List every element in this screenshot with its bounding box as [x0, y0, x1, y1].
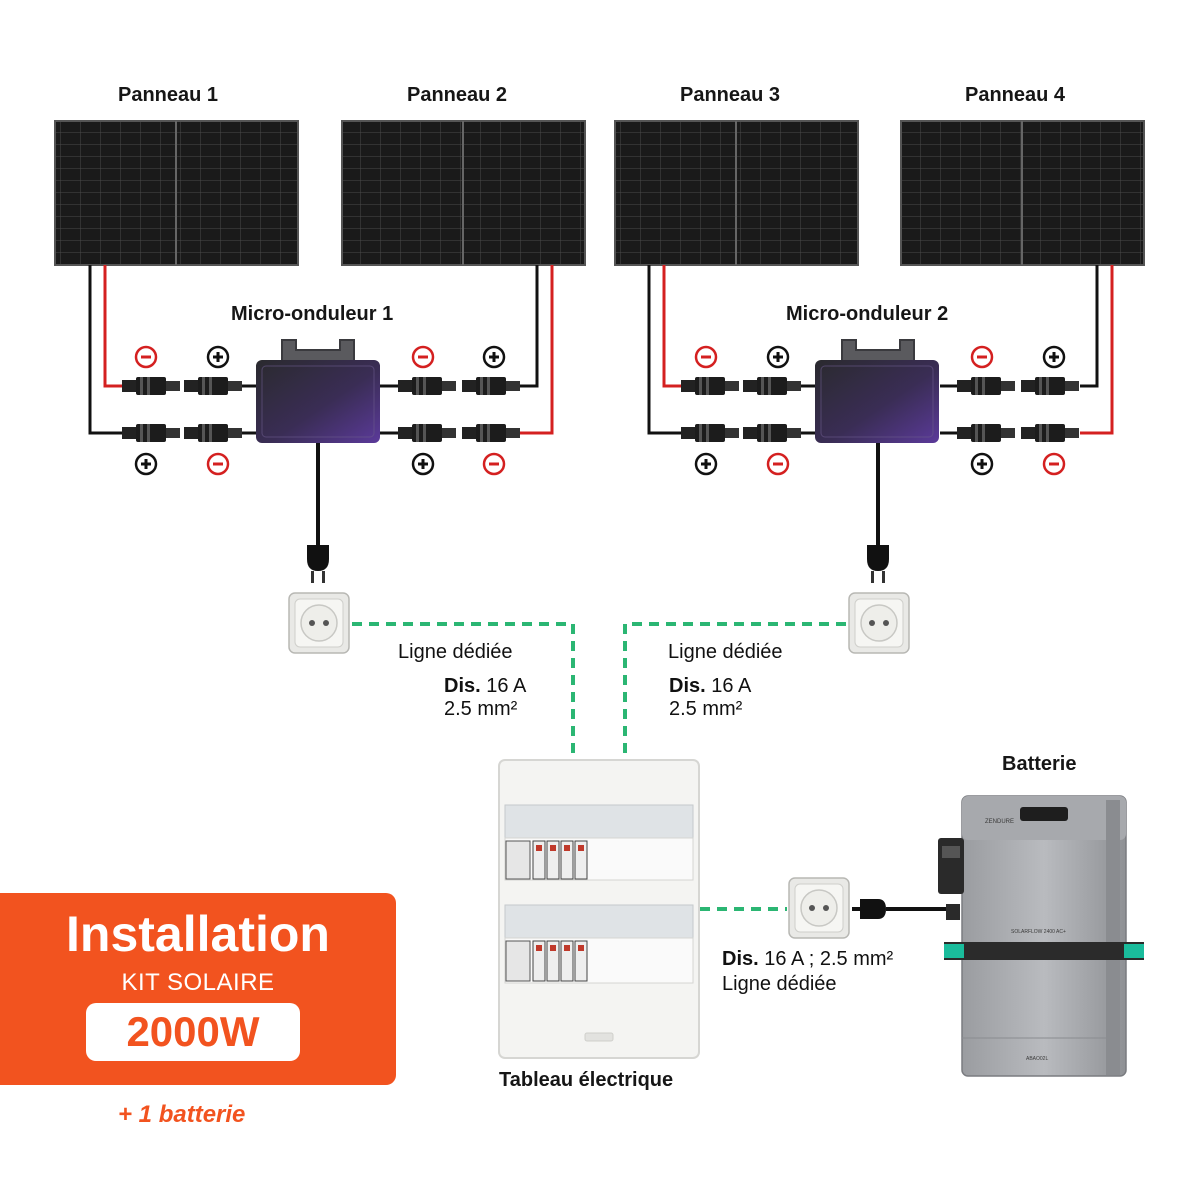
battery-label: Batterie — [1002, 753, 1077, 775]
badge-power: 2000W — [86, 1003, 300, 1061]
plus-icon — [970, 452, 994, 476]
plug-icon — [867, 545, 889, 583]
plus-icon — [482, 345, 506, 369]
installation-badge: Installation KIT SOLAIRE 2000W — [0, 893, 396, 1085]
battery-line-label: Ligne dédiée — [722, 973, 837, 995]
minus-icon — [1042, 452, 1066, 476]
panel-1-label: Panneau 1 — [118, 84, 219, 106]
minus-icon — [206, 452, 230, 476]
minus-icon — [411, 345, 435, 369]
inverter-1-label: Micro-onduleur 1 — [231, 303, 394, 325]
panel-3-label: Panneau 3 — [680, 84, 781, 106]
svg-text:SOLARFLOW 2400 AC+: SOLARFLOW 2400 AC+ — [1011, 929, 1066, 935]
battery-note: + 1 batterie — [118, 1101, 246, 1128]
panel-3 — [614, 120, 859, 266]
plus-icon — [1042, 345, 1066, 369]
wires-group-2 — [647, 265, 1114, 435]
plus-icon — [411, 452, 435, 476]
micro-inverter-1 — [256, 339, 380, 583]
svg-text:ZENDURE: ZENDURE — [985, 819, 1014, 825]
minus-icon — [766, 452, 790, 476]
breakers-row-1 — [505, 840, 588, 880]
minus-icon — [970, 345, 994, 369]
breakers-row-2 — [505, 940, 588, 982]
dedicated-lines — [352, 622, 846, 911]
battery — [938, 795, 1144, 1077]
panel-4-label: Panneau 4 — [965, 84, 1066, 106]
board-label: Tableau électrique — [499, 1069, 674, 1091]
micro-inverter-2 — [815, 339, 939, 583]
connectors-group-2 — [681, 377, 1079, 442]
right-section-label: 2.5 mm² — [669, 698, 743, 720]
socket-icon — [788, 877, 850, 939]
battery-breaker-label: Dis. 16 A ; 2.5 mm² — [722, 948, 894, 970]
panel-2 — [341, 120, 586, 266]
panel-2-label: Panneau 2 — [407, 84, 508, 106]
right-line-label: Ligne dédiée — [668, 641, 783, 663]
socket-icon — [288, 592, 350, 654]
right-breaker-label: Dis. 16 A — [669, 675, 752, 697]
socket-icon — [848, 592, 910, 654]
panel-4 — [900, 120, 1145, 266]
battery-printed-text: ZENDURE SOLARFLOW 2400 AC+ ABAO02L — [985, 819, 1066, 1062]
plus-icon — [694, 452, 718, 476]
badge-subtitle: KIT SOLAIRE — [121, 969, 275, 996]
inverter-2-label: Micro-onduleur 2 — [786, 303, 949, 325]
svg-text:ABAO02L: ABAO02L — [1026, 1056, 1048, 1062]
left-section-label: 2.5 mm² — [444, 698, 518, 720]
distribution-board — [498, 759, 700, 1059]
panel-1 — [54, 120, 299, 266]
plus-icon — [134, 452, 158, 476]
plug-icon — [307, 545, 329, 583]
minus-icon — [134, 345, 158, 369]
left-line-label: Ligne dédiée — [398, 641, 513, 663]
plus-icon — [766, 345, 790, 369]
battery-cable — [852, 899, 955, 919]
minus-icon — [694, 345, 718, 369]
wires-group-1 — [88, 265, 554, 435]
minus-icon — [482, 452, 506, 476]
plus-icon — [206, 345, 230, 369]
connectors-group-1 — [122, 377, 520, 442]
left-breaker-label: Dis. 16 A — [444, 675, 527, 697]
badge-title: Installation — [66, 906, 330, 962]
